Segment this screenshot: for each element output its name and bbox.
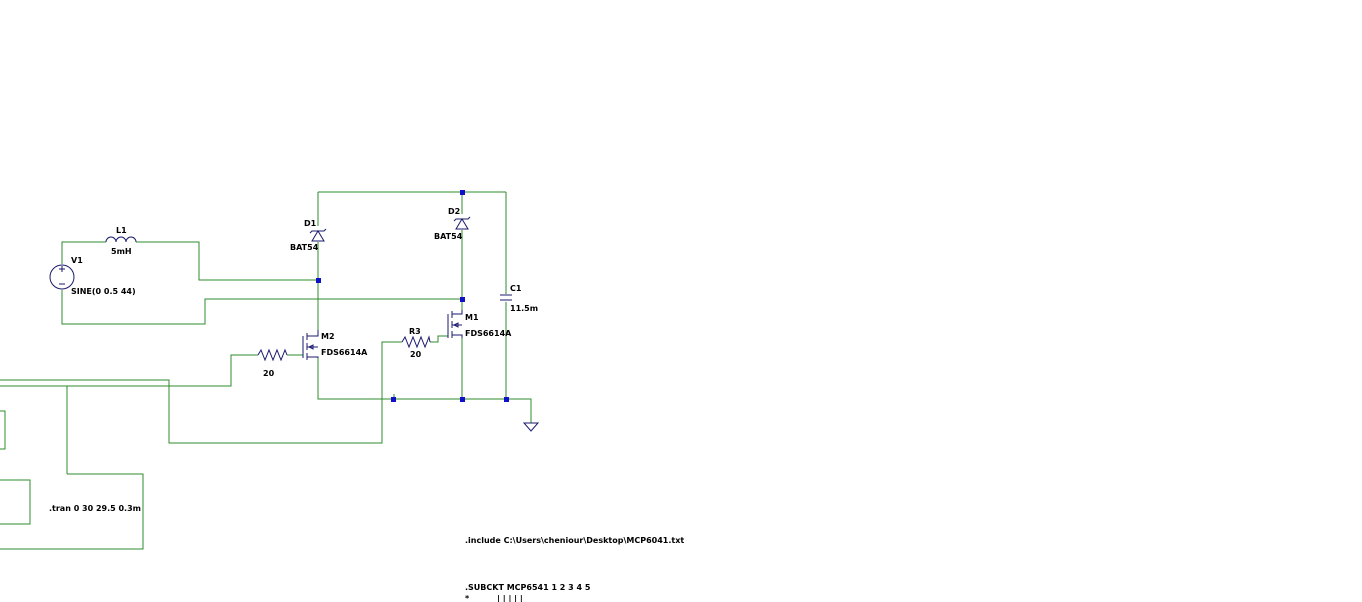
schottky-diode-icon bbox=[453, 216, 471, 230]
tran-directive[interactable]: .tran 0 30 29.5 0.3m bbox=[49, 504, 141, 513]
subckt-directive[interactable]: .SUBCKT MCP6541 1 2 3 4 5 bbox=[465, 583, 591, 592]
wires bbox=[0, 191, 532, 550]
resistor-icon bbox=[401, 335, 431, 349]
l1-value: 5mH bbox=[111, 247, 132, 256]
include-directive[interactable]: .include C:\Users\cheniour\Desktop\MCP60… bbox=[465, 536, 684, 545]
diode-d2[interactable]: D2 BAT54 bbox=[434, 207, 471, 241]
mosfet-m2[interactable]: M2 FDS6614A bbox=[302, 330, 368, 360]
wire-m2-source[interactable] bbox=[317, 358, 532, 423]
wire-m1-gate-r[interactable] bbox=[430, 335, 448, 343]
wire-l1-to-d1[interactable] bbox=[136, 241, 318, 281]
capacitor-c1[interactable]: C1 11.5m bbox=[500, 284, 538, 313]
d2-value: BAT54 bbox=[434, 232, 463, 241]
inductor-icon bbox=[105, 236, 137, 243]
node-top-d2[interactable] bbox=[460, 190, 465, 195]
inductor-l1[interactable]: L1 5mH bbox=[105, 226, 137, 256]
diode-d1[interactable]: D1 BAT54 bbox=[290, 219, 327, 252]
node-bottom-c[interactable] bbox=[504, 397, 509, 402]
wire-left-bottom[interactable] bbox=[0, 473, 144, 550]
ground-icon bbox=[522, 422, 540, 432]
nmos-icon bbox=[302, 330, 319, 360]
node-bottom-a[interactable] bbox=[391, 397, 396, 402]
mosfet-m1[interactable]: M1 FDS6614A bbox=[447, 310, 512, 338]
v1-ref: V1 bbox=[71, 256, 83, 265]
d1-ref: D1 bbox=[304, 219, 317, 228]
nmos-icon bbox=[447, 310, 463, 338]
m1-value: FDS6614A bbox=[465, 329, 512, 338]
wire-m1-gate[interactable] bbox=[0, 341, 402, 444]
wire-v1-to-l1[interactable] bbox=[61, 241, 106, 264]
junction-nodes bbox=[316, 190, 509, 402]
node-bottom-b[interactable] bbox=[460, 397, 465, 402]
l1-ref: L1 bbox=[116, 226, 127, 235]
resistor-icon bbox=[257, 348, 288, 362]
c1-ref: C1 bbox=[510, 284, 522, 293]
wire-box-b[interactable] bbox=[0, 479, 31, 525]
v1-value: SINE(0 0.5 44) bbox=[71, 287, 136, 296]
node-d2-m1[interactable] bbox=[460, 297, 465, 302]
r-m2-value: 20 bbox=[263, 369, 275, 378]
voltage-source-v1[interactable]: V1 SINE(0 0.5 44) bbox=[49, 256, 136, 296]
sine-source-icon bbox=[49, 264, 75, 290]
wire-m2-gate[interactable] bbox=[0, 354, 258, 387]
wire-box-a[interactable] bbox=[0, 410, 6, 450]
ground-symbol[interactable] bbox=[522, 422, 540, 432]
resistor-r3[interactable]: R3 20 bbox=[401, 327, 431, 359]
capacitor-icon bbox=[500, 294, 512, 301]
r3-ref: R3 bbox=[409, 327, 421, 336]
schottky-diode-icon bbox=[309, 228, 327, 242]
r3-value: 20 bbox=[410, 350, 422, 359]
resistor-m2-gate[interactable]: 20 bbox=[257, 348, 288, 378]
wire-v1-return[interactable] bbox=[61, 290, 462, 325]
d1-value: BAT54 bbox=[290, 243, 319, 252]
m2-value: FDS6614A bbox=[321, 348, 368, 357]
node-d1-cathode[interactable] bbox=[316, 278, 321, 283]
m1-ref: M1 bbox=[465, 313, 479, 322]
m2-ref: M2 bbox=[321, 332, 335, 341]
subckt-comment: * | | | | | bbox=[465, 594, 523, 602]
d2-ref: D2 bbox=[448, 207, 460, 216]
c1-value: 11.5m bbox=[510, 304, 538, 313]
